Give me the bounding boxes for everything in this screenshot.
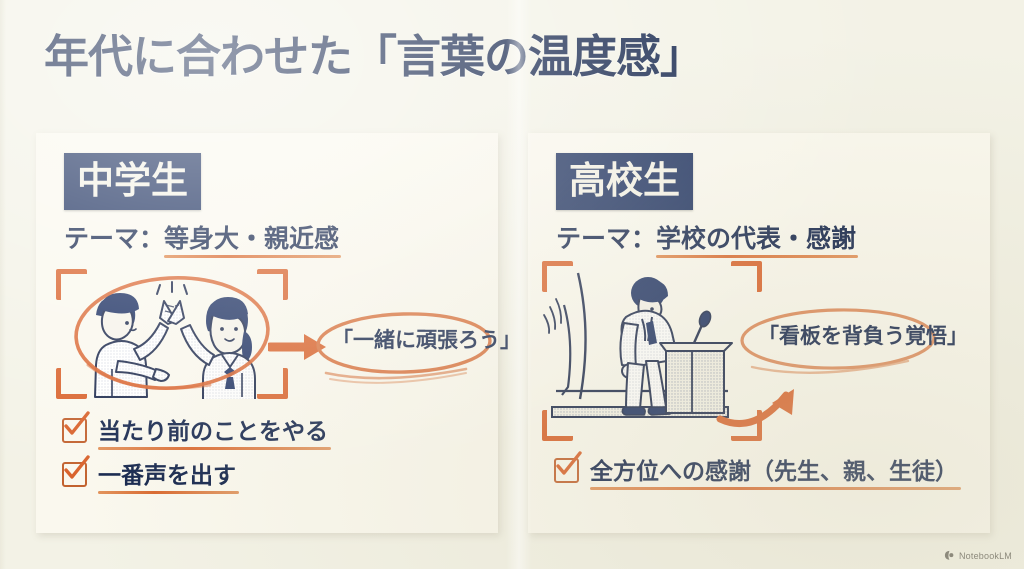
badge-high-school: 高校生 — [556, 153, 693, 210]
quote-junior-high: 「一緒に頑張ろう」 — [332, 329, 521, 352]
theme-label: テーマ： — [556, 225, 657, 253]
watermark-label: NotebookLM — [958, 550, 1012, 561]
checklist-item[interactable]: 当たり前のことをやる — [62, 410, 331, 450]
arrow-right-icon — [268, 334, 326, 360]
checklist-item-label: 全方位への感謝（先生、親、生徒） — [590, 458, 961, 490]
illustration-high-five — [56, 269, 288, 399]
card-high-school: 高校生 テーマ：学校の代表・感謝 — [528, 133, 990, 533]
theme-value: 等身大・親近感 — [164, 225, 342, 258]
badge-junior-high: 中学生 — [64, 153, 201, 210]
theme-line-high-school: テーマ：学校の代表・感謝 — [556, 223, 859, 258]
theme-line-junior-high: テーマ：等身大・親近感 — [64, 223, 342, 258]
checklist-item-label: 一番声を出す — [98, 462, 239, 494]
page-title: 年代に合わせた「言葉の温度感」 — [44, 31, 705, 82]
curved-arrow-icon — [716, 389, 794, 428]
checklist-item[interactable]: 一番声を出す — [62, 454, 328, 494]
checklist-high-school: 全方位への感謝（先生、親、生徒） — [554, 450, 961, 500]
cards-container: 中学生 テーマ：等身大・親近感 — [0, 133, 1024, 535]
checkbox-checked-icon — [554, 450, 582, 483]
notebooklm-watermark: NotebookLM — [944, 550, 1012, 561]
theme-label: テーマ： — [64, 225, 165, 253]
quote-high-school: 「看板を背負う覚悟」 — [758, 325, 968, 348]
checklist-item-label: 当たり前のことをやる — [98, 418, 331, 450]
checklist-junior-high: 当たり前のことをやる 一番声を出す — [62, 410, 331, 504]
checkbox-checked-icon — [62, 410, 90, 443]
card-junior-high: 中学生 テーマ：等身大・親近感 — [36, 133, 521, 533]
theme-value: 学校の代表・感謝 — [656, 225, 859, 258]
notebooklm-logo-icon — [944, 550, 954, 560]
checklist-item[interactable]: 全方位への感謝（先生、親、生徒） — [554, 450, 961, 490]
checkbox-checked-icon — [62, 454, 90, 487]
